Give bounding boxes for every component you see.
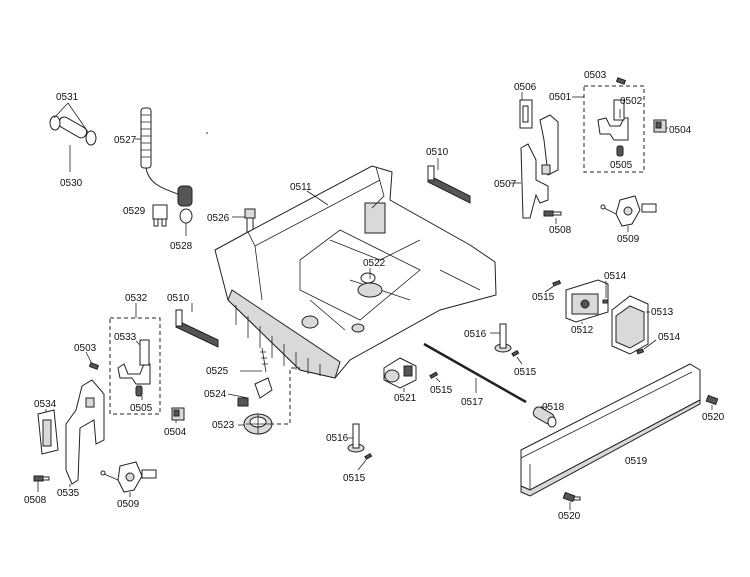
assembly-box-0501	[583, 85, 645, 173]
screw-part-0503-right	[615, 77, 627, 85]
callout-0535: 0535	[57, 488, 80, 499]
hose-part-0530	[49, 115, 97, 146]
callout-0505-right: 0505	[610, 160, 633, 171]
callout-0520-right: 0520	[702, 412, 725, 423]
hinge-part-0509-left	[100, 461, 157, 493]
screw-part-0503-left	[88, 362, 100, 370]
callout-0503-left: 0503	[74, 343, 97, 354]
screw-part-0508-right	[543, 210, 562, 217]
callout-0508-left: 0508	[24, 495, 47, 506]
screw-part-0516-right	[494, 323, 512, 353]
callout-0510-lower: 0510	[167, 293, 190, 304]
clip-part-0529	[152, 204, 168, 227]
callout-0533: 0533	[114, 332, 137, 343]
callout-0510-upper: 0510	[426, 147, 449, 158]
callout-0501: 0501	[549, 92, 572, 103]
callout-0513: 0513	[651, 307, 674, 318]
callout-0515-valve: 0515	[430, 385, 453, 396]
callout-0504-left: 0504	[164, 427, 187, 438]
screw-part-0515-housing	[552, 280, 562, 287]
shaft-part-0525	[260, 347, 268, 373]
valve-part-0521	[383, 357, 417, 389]
callout-0519: 0519	[625, 456, 648, 467]
callout-0515-housing: 0515	[532, 292, 555, 303]
bracket-part-0506	[519, 99, 533, 129]
callout-0503-right: 0503	[584, 70, 607, 81]
callout-0518: 0518	[542, 402, 565, 413]
callout-0511: 0511	[290, 182, 312, 193]
screw-part-0515-valve	[429, 371, 439, 379]
callout-0523: 0523	[212, 420, 235, 431]
callout-0509-right: 0509	[617, 234, 640, 245]
cover-part-0513	[611, 295, 649, 355]
screw-part-0514-lower	[636, 348, 645, 355]
callout-0516-center: 0516	[326, 433, 349, 444]
bracket-part-0535	[65, 379, 105, 485]
callout-0514-upper: 0514	[604, 271, 627, 282]
hinge-part-0509-right	[600, 195, 657, 227]
housing-part-0512	[565, 279, 609, 323]
bracket-part-0507	[520, 114, 559, 219]
callout-0528: 0528	[170, 241, 193, 252]
callout-0530: 0530	[60, 178, 83, 189]
callout-0522: 0522	[363, 258, 386, 269]
callout-0516-right: 0516	[464, 329, 487, 340]
bracket-part-0533	[117, 339, 151, 385]
spring-part-0505-left	[135, 385, 143, 397]
screw-part-0514-upper	[602, 299, 609, 304]
callout-0515-right: 0515	[514, 367, 537, 378]
callout-0529: 0529	[123, 206, 146, 217]
rail-part-0510-lower	[175, 309, 219, 348]
callout-0520-lower: 0520	[558, 511, 581, 522]
impeller-part-0523	[243, 413, 273, 435]
callout-0532: 0532	[125, 293, 148, 304]
assembly-box-0532	[109, 317, 161, 415]
part-0518	[532, 406, 557, 428]
screw-part-0508-left	[33, 475, 50, 482]
rail-part-0510-upper	[427, 165, 471, 204]
kickplate-part-0519	[520, 363, 701, 497]
spring-part-0505-right	[616, 145, 624, 157]
callout-0502: 0502	[620, 96, 643, 107]
screw-part-0516-center	[347, 423, 365, 453]
callout-0515-center: 0515	[343, 473, 366, 484]
callout-0524: 0524	[204, 389, 227, 400]
callout-0526: 0526	[207, 213, 230, 224]
callout-0505-left: 0505	[130, 403, 153, 414]
corrugated-hose-part-0527	[140, 107, 193, 224]
callout-0506: 0506	[514, 82, 537, 93]
callout-0509-left: 0509	[117, 499, 140, 510]
rod-part-0517	[423, 342, 527, 404]
bracket-part-0502	[597, 99, 629, 141]
clip-part-0504-right	[653, 119, 667, 133]
callout-0512: 0512	[571, 325, 594, 336]
screw-part-0520-lower	[562, 491, 581, 503]
callout-0514-lower: 0514	[658, 332, 681, 343]
callout-0527: 0527	[114, 135, 137, 146]
screw-part-0515-center	[364, 452, 373, 460]
callout-0517: 0517	[461, 397, 484, 408]
screw-part-0520-right	[705, 394, 719, 406]
screw-part-0515-right	[511, 349, 520, 357]
callout-0507: 0507	[494, 179, 517, 190]
cover-part-0534	[37, 409, 59, 455]
callout-0531: 0531	[56, 92, 79, 103]
callout-0504-right: 0504	[669, 125, 692, 136]
callout-0534: 0534	[34, 399, 57, 410]
base-tub-part-0511	[214, 165, 497, 379]
lever-part-0524	[237, 377, 273, 407]
callout-0508-right: 0508	[549, 225, 572, 236]
callout-0521: 0521	[394, 393, 417, 404]
callout-0525: 0525	[206, 366, 229, 377]
clip-part-0504-left	[171, 407, 185, 421]
